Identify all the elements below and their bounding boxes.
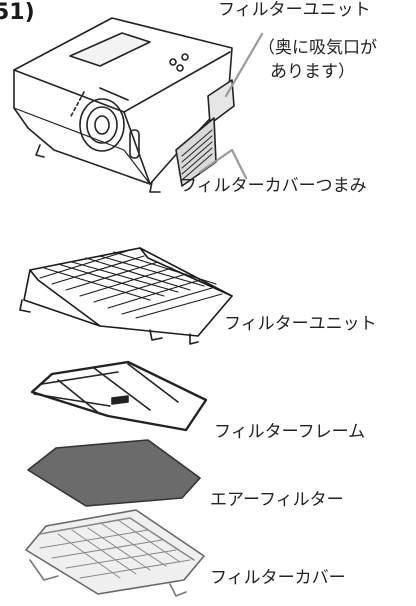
label-inlet-note-1: （奥に吸気口が xyxy=(258,38,377,58)
label-filter-frame: フィルターフレーム xyxy=(214,422,366,442)
page-number-fragment: 51) xyxy=(0,0,35,25)
projector-illustration xyxy=(13,17,235,193)
label-filter-unit: フィルターユニット xyxy=(224,314,377,334)
label-air-filter: エアーフィルター xyxy=(210,490,344,510)
filter-cover-illustration xyxy=(25,509,205,597)
air-filter-illustration xyxy=(27,439,201,507)
label-filter-cover: フィルターカバー xyxy=(210,568,346,588)
label-filter-unit-top: フィルターユニット xyxy=(218,0,371,20)
callout-lines xyxy=(198,32,264,180)
filter-unit-illustration xyxy=(19,247,233,345)
label-inlet-note-2: あります） xyxy=(270,62,355,82)
filter-frame-illustration xyxy=(30,360,208,432)
label-filter-cover-knob: フィルターカバーつまみ xyxy=(180,176,367,196)
